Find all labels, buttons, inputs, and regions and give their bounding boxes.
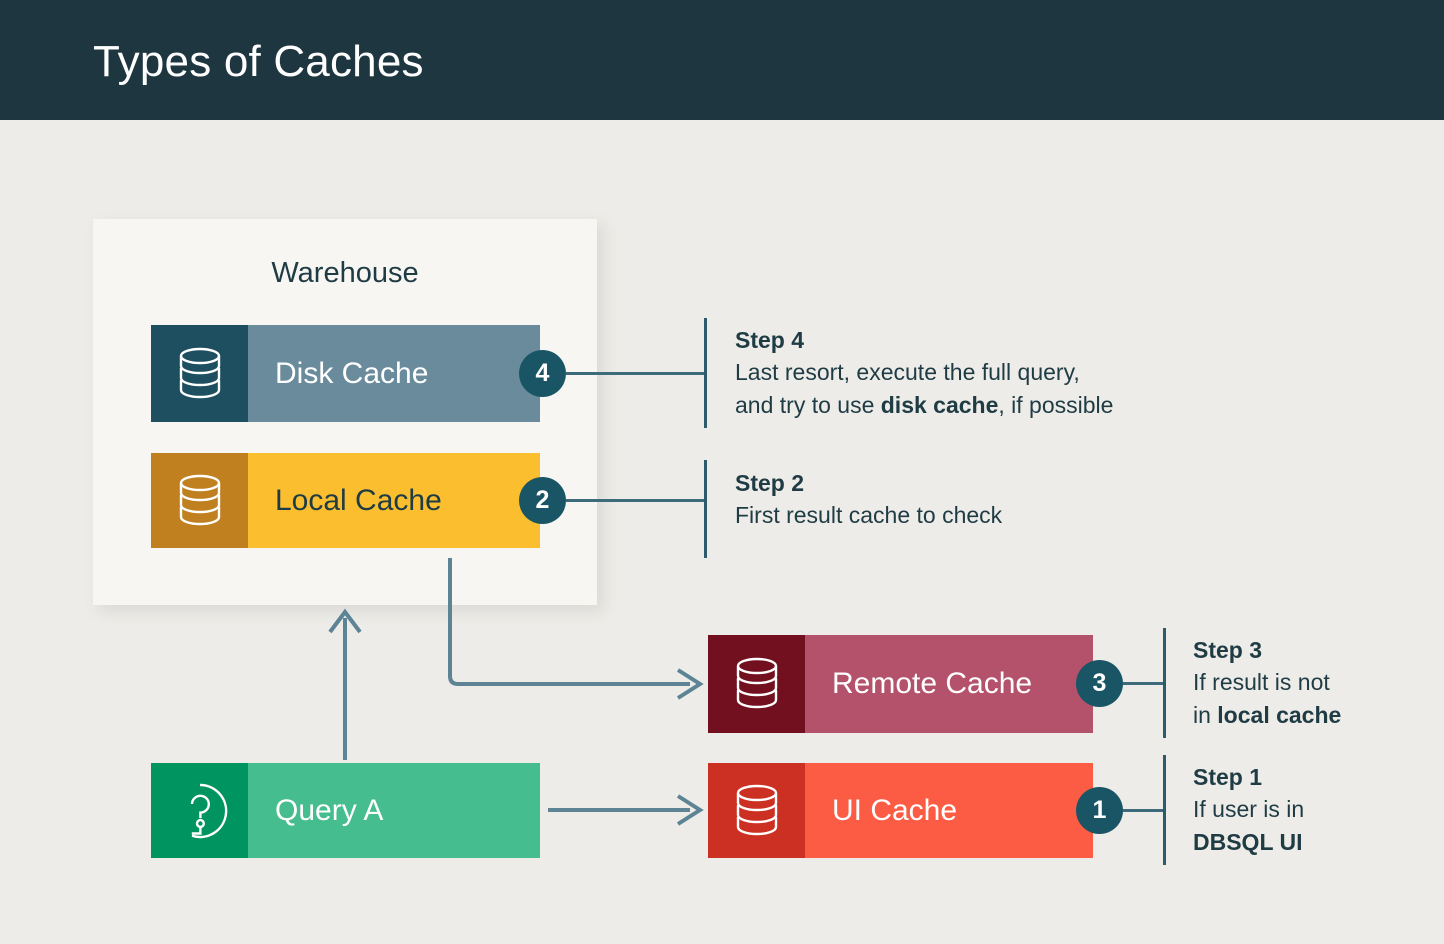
node-local-cache[interactable]: Local Cache — [151, 453, 540, 548]
step-body-1-line1: If user is in — [1193, 796, 1305, 822]
step-body-4: Last resort, execute the full query, and… — [735, 356, 1113, 422]
step-title-3: Step 3 — [1193, 637, 1263, 663]
database-stack-icon — [708, 763, 805, 858]
bracket-step-3 — [1163, 628, 1166, 738]
step-block-3: Step 3 If result is not in local cache — [1193, 635, 1341, 732]
connector-step-3 — [1123, 682, 1164, 685]
step-body-2-line1: First result cache to check — [735, 502, 1003, 528]
arrow-query-a-to-warehouse — [328, 608, 362, 760]
step-title-2: Step 2 — [735, 470, 805, 496]
step-block-1: Step 1 If user is in DBSQL UI — [1193, 762, 1304, 859]
bracket-step-4 — [704, 318, 707, 428]
node-remote-cache[interactable]: Remote Cache — [708, 635, 1093, 733]
page-header: Types of Caches — [0, 0, 1444, 120]
step-body-1: If user is in DBSQL UI — [1193, 793, 1304, 859]
node-label-query-a: Query A — [275, 793, 384, 827]
database-stack-icon — [708, 635, 805, 733]
step-body-4-line2: and try to use disk cache, if possible — [735, 392, 1114, 418]
node-label-disk-cache: Disk Cache — [275, 356, 429, 390]
step-title-1: Step 1 — [1193, 764, 1263, 790]
question-circle-icon — [151, 763, 248, 858]
node-ui-cache[interactable]: UI Cache — [708, 763, 1093, 858]
database-stack-icon — [151, 325, 248, 422]
node-label-ui-cache: UI Cache — [832, 793, 958, 827]
database-stack-icon — [151, 453, 248, 548]
step-body-1-line2: DBSQL UI — [1193, 829, 1303, 855]
step-body-4-line1: Last resort, execute the full query, — [735, 359, 1080, 385]
step-body-3: If result is not in local cache — [1193, 666, 1341, 732]
bracket-step-1 — [1163, 755, 1166, 865]
node-label-remote-cache: Remote Cache — [832, 667, 1033, 700]
bracket-step-2 — [704, 460, 707, 558]
step-title-4: Step 4 — [735, 327, 805, 353]
step-badge-3[interactable]: 3 — [1076, 660, 1123, 707]
step-block-2: Step 2 First result cache to check — [735, 468, 1002, 532]
node-query-a[interactable]: Query A — [151, 763, 540, 858]
step-body-3-line2: in local cache — [1193, 702, 1342, 728]
step-block-4: Step 4 Last resort, execute the full que… — [735, 325, 1113, 422]
step-body-2: First result cache to check — [735, 499, 1002, 532]
warehouse-label: Warehouse — [271, 257, 419, 289]
arrow-local-cache-to-remote-cache — [448, 558, 704, 700]
connector-step-1 — [1123, 809, 1164, 812]
connector-step-4 — [566, 372, 705, 375]
arrow-query-a-to-ui-cache — [548, 794, 704, 826]
node-disk-cache[interactable]: Disk Cache — [151, 325, 540, 422]
step-body-3-line1: If result is not — [1193, 669, 1330, 695]
node-label-local-cache: Local Cache — [275, 483, 442, 517]
page-title: Types of Caches — [93, 37, 424, 86]
step-badge-1[interactable]: 1 — [1076, 787, 1123, 834]
step-badge-4[interactable]: 4 — [519, 350, 566, 397]
connector-step-2 — [566, 499, 705, 502]
step-badge-2[interactable]: 2 — [519, 477, 566, 524]
